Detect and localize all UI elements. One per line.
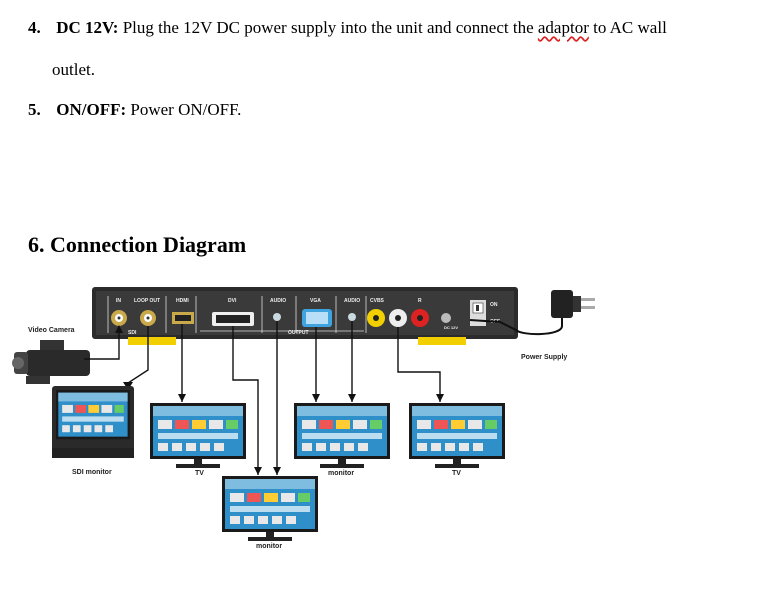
item-onoff: 5. ON/OFF: Power ON/OFF. xyxy=(28,100,241,120)
cables xyxy=(84,321,441,475)
tv-2-label: TV xyxy=(452,470,461,477)
monitor-2 xyxy=(294,403,390,468)
sdi-monitor xyxy=(52,386,134,458)
camera-label: Video Camera xyxy=(28,327,75,334)
port-label-loop-out: LOOP OUT xyxy=(134,298,160,304)
item-label: ON/OFF: xyxy=(56,100,127,119)
sdi-foot xyxy=(128,337,176,345)
item-number: 4. xyxy=(28,18,41,37)
tv-1-label: TV xyxy=(195,470,204,477)
port-label-cvbs: CVBS xyxy=(370,298,385,304)
power-supply-label: Power Supply xyxy=(521,354,567,361)
monitor-2-label: monitor xyxy=(328,470,354,477)
switch-label-on: ON xyxy=(490,302,498,308)
port-label-sdi: SDI xyxy=(128,330,137,336)
item-text: Power ON/OFF. xyxy=(126,100,242,119)
item-dc12v: 4. DC 12V: Plug the 12V DC power supply … xyxy=(28,18,667,38)
panel-connectors xyxy=(111,300,486,327)
port-label-output: OUTPUT xyxy=(288,330,309,336)
port-label-audio-2: AUDIO xyxy=(344,298,360,304)
item-label: DC 12V: xyxy=(56,18,119,37)
item-continuation: outlet. xyxy=(52,60,95,79)
sdi-monitor-label: SDI monitor xyxy=(72,469,112,476)
spell-highlight: adaptor xyxy=(537,18,589,37)
power-foot xyxy=(418,337,466,345)
port-label-audio: AUDIO xyxy=(270,298,286,304)
section-heading: 6. Connection Diagram xyxy=(28,232,247,257)
port-label-hdmi: HDMI xyxy=(176,298,189,304)
tv-2 xyxy=(409,403,505,468)
monitor-center-label: monitor xyxy=(256,543,282,550)
power-adapter xyxy=(469,290,595,336)
tv-1 xyxy=(150,403,246,468)
monitor-center xyxy=(222,476,318,541)
item-text: Plug the 12V DC power supply into the un… xyxy=(118,18,538,37)
port-label-in: IN xyxy=(116,298,121,304)
port-label-vga: VGA xyxy=(310,298,321,304)
port-label-r: R xyxy=(418,298,422,304)
video-camera xyxy=(12,340,90,384)
item-text-end: to AC wall xyxy=(588,18,667,37)
port-label-dvi: DVI xyxy=(228,298,237,304)
item-number: 5. xyxy=(28,100,41,119)
port-label-dc12v: DC 12V xyxy=(444,325,458,330)
